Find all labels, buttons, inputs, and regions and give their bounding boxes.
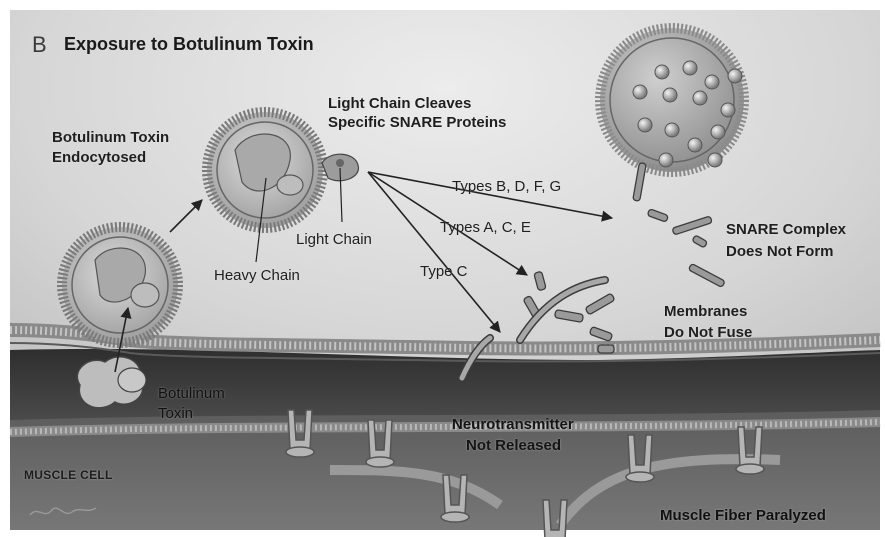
label-snare-2: Does Not Form: [726, 242, 834, 261]
label-light-chain-cleaves-2: Specific SNARE Proteins: [328, 113, 506, 132]
label-types-bdfg: Types B, D, F, G: [452, 177, 561, 196]
label-botulinum-1: Botulinum: [158, 384, 225, 403]
label-neurotransmitter-1: Neurotransmitter: [452, 415, 574, 434]
label-toxin-endocytosed-1: Botulinum Toxin: [52, 128, 169, 147]
label-type-c: Type C: [420, 262, 468, 281]
botulinum-toxin-molecule: [77, 357, 146, 408]
panel-letter: B: [32, 32, 47, 58]
endocytosing-vesicle: [62, 227, 178, 343]
label-muscle-cell: MUSCLE CELL: [24, 466, 113, 485]
label-botulinum-2: Toxin: [158, 404, 193, 423]
label-toxin-endocytosed-2: Endocytosed: [52, 148, 146, 167]
label-light-chain-cleaves-1: Light Chain Cleaves: [328, 94, 471, 113]
label-light-chain: Light Chain: [296, 230, 372, 249]
endocytosed-vesicle: [207, 112, 323, 228]
label-heavy-chain: Heavy Chain: [214, 266, 300, 285]
label-neurotransmitter-2: Not Released: [466, 436, 561, 455]
label-membranes-1: Membranes: [664, 302, 747, 321]
figure-title: Exposure to Botulinum Toxin: [64, 34, 314, 55]
label-types-ace: Types A, C, E: [440, 218, 531, 237]
synaptic-vesicle: [600, 28, 744, 172]
label-muscle-fiber-paralyzed: Muscle Fiber Paralyzed: [660, 506, 826, 525]
label-snare-1: SNARE Complex: [726, 220, 846, 239]
label-membranes-2: Do Not Fuse: [664, 323, 752, 342]
